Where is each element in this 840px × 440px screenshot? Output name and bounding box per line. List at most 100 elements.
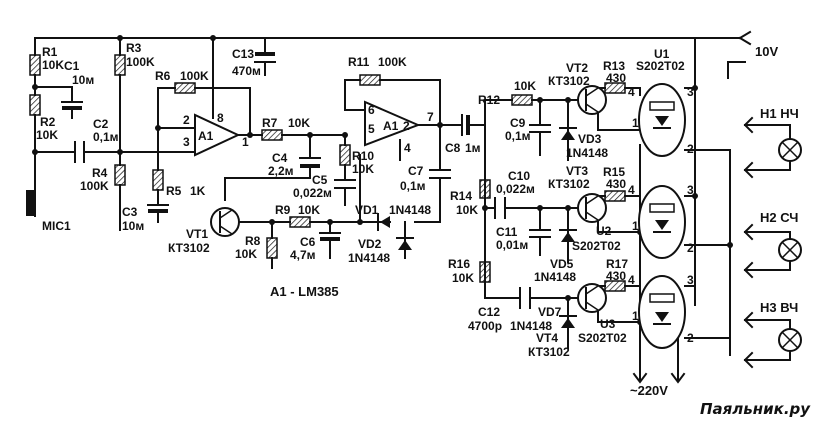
diode-vd1 (377, 213, 390, 231)
label-c13-value: 470м (232, 64, 261, 78)
label-r5-ref: R5 (166, 184, 182, 198)
label-r8-ref: R8 (245, 234, 261, 248)
label-vt2-type: КТ3102 (548, 74, 590, 88)
optocoupler-u3 (638, 275, 686, 349)
label-r12-value: 10K (514, 79, 536, 93)
label-vd2-type: 1N4148 (348, 251, 390, 265)
label-r9-value: 10K (298, 203, 320, 217)
label-c2-ref: C2 (93, 117, 109, 131)
label-r12-ref: R12 (478, 93, 500, 107)
label-u3-pin2: 2 (687, 331, 694, 345)
label-u2-pin1: 1 (632, 219, 639, 233)
label-opamp-b-pin7: 7 (427, 110, 434, 124)
transistor-vt2 (577, 85, 607, 115)
label-vt4-ref: VT4 (536, 331, 558, 345)
label-r14-value: 10K (456, 203, 478, 217)
label-opamp-a-pin2: 2 (183, 113, 190, 127)
label-c7-ref: C7 (408, 164, 424, 178)
label-c10-value: 0,022м (496, 182, 535, 196)
label-vt1-ref: VT1 (186, 227, 208, 241)
resistor-r4 (114, 164, 126, 186)
label-c3-ref: C3 (122, 205, 138, 219)
label-r10-ref: R10 (352, 149, 374, 163)
resistor-r12 (511, 94, 533, 106)
microphone (26, 189, 36, 217)
label-c7-value: 0,1м (400, 179, 426, 193)
label-r6-value: 100K (180, 69, 209, 83)
capacitor-c11 (529, 229, 551, 238)
label-r11-ref: R11 (348, 55, 370, 69)
resistor-r7 (261, 129, 283, 141)
label-c3-value: 10м (122, 219, 144, 233)
label-c9-value: 0,1м (505, 129, 531, 143)
label-opamp-a: A1 (198, 129, 214, 143)
label-c9-ref: C9 (510, 116, 526, 130)
label-vd1-type: 1N4148 (389, 203, 431, 217)
label-u1-pin1: 1 (632, 116, 639, 130)
label-r7-ref: R7 (262, 116, 278, 130)
label-r11-value: 100K (378, 55, 407, 69)
label-u2-type: S202T02 (572, 239, 621, 253)
label-u3-pin3: 3 (687, 273, 694, 287)
label-vd5-ref: VD5 (550, 257, 574, 271)
label-opamp-a-pin3: 3 (183, 135, 190, 149)
capacitor-c4 (299, 157, 321, 168)
capacitor-c8 (461, 114, 470, 136)
label-c11-ref: C11 (496, 225, 518, 239)
label-opamp-b-pin2: 2 (403, 119, 410, 133)
capacitor-c6 (319, 232, 341, 241)
label-u1-ref: U1 (654, 47, 670, 61)
label-c2-value: 0,1м (93, 130, 119, 144)
label-c8-value: 1м (465, 141, 481, 155)
resistor-r10 (339, 144, 351, 166)
label-u1-type: S202T02 (636, 59, 685, 73)
label-opamp-a-pin1: 1 (242, 135, 249, 149)
diode-vd7 (559, 315, 577, 328)
transistor-vt4 (577, 283, 607, 313)
label-vt3-ref: VT3 (566, 164, 588, 178)
connector-chevrons (632, 116, 754, 384)
resistor-r6 (174, 82, 196, 94)
label-u3-pin1: 1 (632, 309, 639, 323)
label-mic: MIC1 (42, 219, 71, 233)
label-r6-ref: R6 (155, 69, 171, 83)
label-u1-pin3: 3 (687, 85, 694, 99)
label-lamp-h1: Н1 НЧ (760, 106, 799, 121)
label-c5-value: 0,022м (293, 186, 332, 200)
capacitor-c9 (529, 124, 551, 133)
optocoupler-u2 (638, 185, 686, 259)
resistor-r9 (289, 216, 311, 228)
label-c5-ref: C5 (312, 173, 328, 187)
label-r1-ref: R1 (42, 45, 58, 59)
capacitor-c13 (254, 37, 276, 76)
capacitor-c1 (61, 101, 83, 119)
label-r17-ref: R17 (606, 257, 628, 271)
label-r3-ref: R3 (126, 41, 142, 55)
label-c1-value: 10м (72, 73, 94, 87)
label-u3-type: S202T02 (578, 331, 627, 345)
capacitor-c3 (147, 204, 169, 223)
label-opamp-b-pin5: 5 (368, 122, 375, 136)
capacitor-c10 (494, 197, 506, 219)
label-vd2-ref: VD2 (358, 237, 382, 251)
label-r15-ref: R15 (603, 165, 625, 179)
label-opamp-b-pin4: 4 (404, 141, 411, 155)
label-c6-value: 4,7м (290, 248, 316, 262)
label-c4-ref: C4 (272, 151, 288, 165)
opamp-b (364, 100, 421, 147)
label-r10-value: 10K (352, 162, 374, 176)
resistor-r17 (604, 280, 626, 292)
label-r16-ref: R16 (448, 257, 470, 271)
label-u1-pin4: 4 (628, 85, 635, 99)
label-r13-value: 430 (606, 71, 626, 85)
label-vd3-ref: VD3 (578, 132, 602, 146)
label-r2-ref: R2 (40, 115, 56, 129)
label-mains: ~220V (630, 383, 668, 398)
diode-vd3 (559, 127, 577, 140)
label-amplifier-note: A1 - LM385 (270, 284, 339, 299)
diode-vd5 (559, 229, 577, 242)
label-c1-ref: C1 (64, 59, 80, 73)
label-u2-pin2: 2 (687, 241, 694, 255)
resistor-r14 (479, 179, 491, 199)
label-r8-value: 10K (235, 247, 257, 261)
